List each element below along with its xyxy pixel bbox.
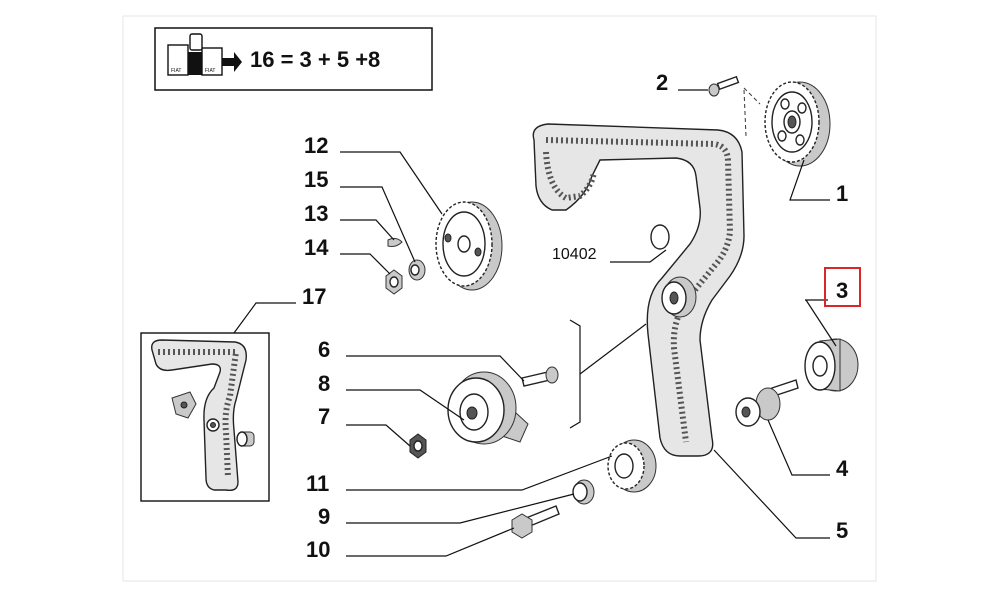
kit-icon-label-right: FIAT: [205, 68, 215, 74]
formula-box: FIAT FIAT 16 = 3 + 5 +8: [154, 27, 433, 91]
tensioner-pulley-part-8: [447, 371, 529, 445]
callout-15: 15: [304, 167, 328, 192]
pulley-part-12: [435, 201, 503, 291]
callout-13: 13: [304, 201, 328, 226]
callout-4: 4: [836, 456, 849, 481]
spacer-part-9: [572, 479, 595, 505]
leader-lines: [233, 89, 837, 557]
bolt-part-10: [511, 505, 560, 539]
bolt-part-2: [708, 75, 740, 97]
nut-part-7: [409, 433, 427, 459]
kit-icon: FIAT FIAT: [167, 33, 242, 76]
stud-part-6: [521, 366, 559, 387]
kit-formula: 16 = 3 + 5 +8: [250, 47, 380, 72]
callout-1: 1: [836, 181, 848, 206]
inset-tensioner: [236, 431, 255, 447]
callout-8: 8: [318, 371, 330, 396]
inset-bracket: [171, 391, 197, 419]
callout-3: 3: [836, 278, 848, 303]
callout-9: 9: [318, 504, 330, 529]
bolt-part-4: [735, 379, 799, 427]
callout-labels: 1 2 3 4 5 6 7 8 9 10 11 12 13 14 15 17 1…: [302, 70, 861, 562]
inset-box: [140, 332, 270, 502]
callout-12: 12: [304, 133, 328, 158]
callout-7: 7: [318, 404, 330, 429]
belt-idler-roller: [661, 276, 697, 318]
callout-10: 10: [306, 537, 330, 562]
nut-part-14: [385, 269, 403, 295]
callout-14: 14: [304, 235, 329, 260]
callout-2: 2: [656, 70, 668, 95]
group-bracket: [569, 319, 647, 429]
callout-11: 11: [306, 471, 329, 496]
washer-part-15: [408, 259, 426, 281]
callout-5: 5: [836, 518, 848, 543]
callout-10402: 10402: [552, 246, 597, 263]
timing-belt: [532, 123, 745, 457]
kit-icon-label-left: FIAT: [171, 68, 181, 74]
callout-17: 17: [302, 284, 326, 309]
key-part-13: [387, 237, 403, 247]
callout-3-highlight-box: [824, 267, 861, 307]
callout-6: 6: [318, 337, 330, 362]
crankshaft-pulley-part-11: [607, 439, 657, 493]
camshaft-pulley: [743, 81, 831, 167]
diagram-frame: [122, 15, 877, 582]
idler-roller-part-3: [804, 338, 859, 392]
